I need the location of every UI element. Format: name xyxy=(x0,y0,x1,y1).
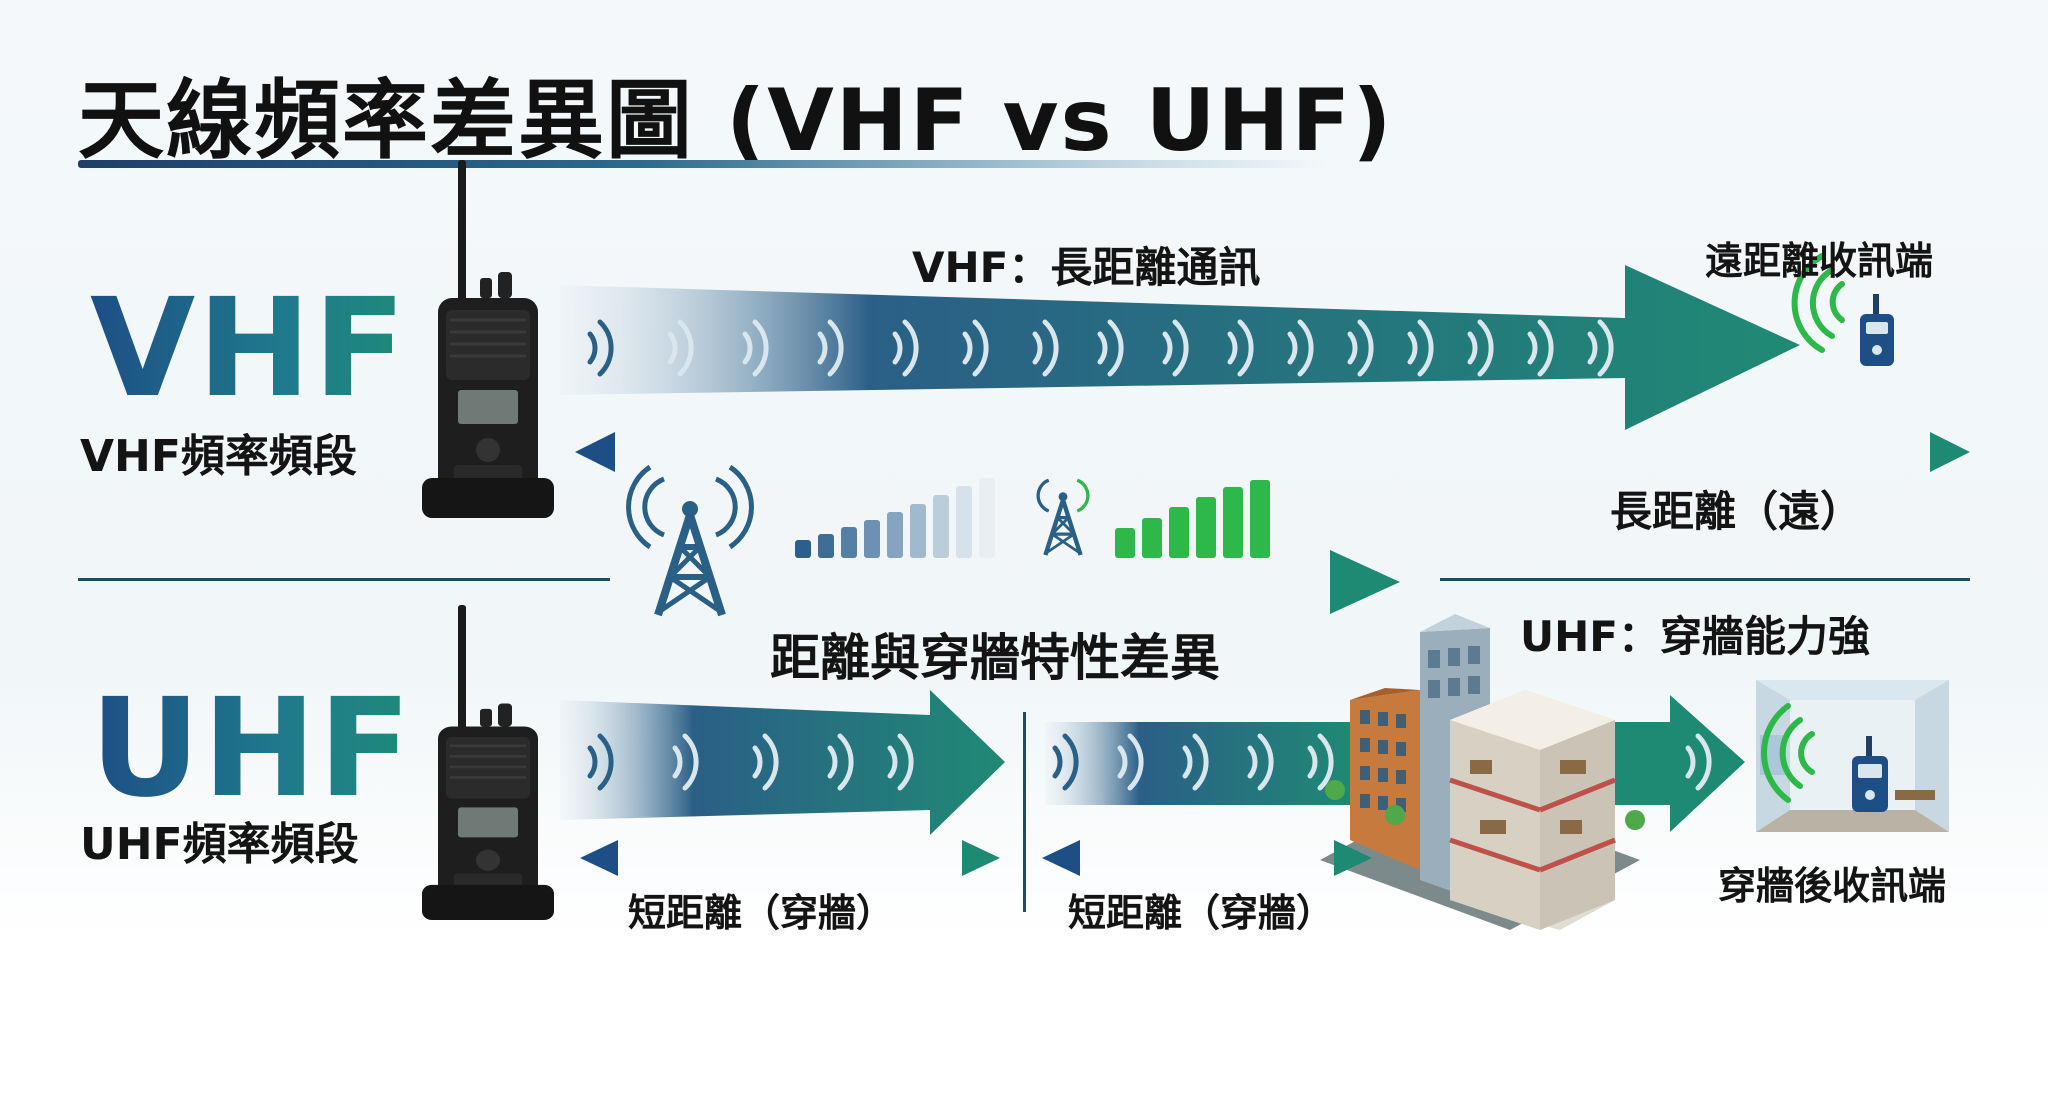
vhf-receiver-label: 遠距離收訊端 xyxy=(1705,239,1934,283)
uhf-receiver-label: 穿牆後收訊端 xyxy=(1718,864,1947,908)
vhf-beam-label: VHF：長距離通訊 xyxy=(912,243,1261,292)
vhf-range-label: 長距離（遠） xyxy=(1610,487,1863,536)
vhf-band-name: VHF xyxy=(90,270,408,428)
cell-tower-small-icon xyxy=(1036,478,1090,555)
room-receiver-icon xyxy=(1756,680,1949,832)
uhf-right-beam xyxy=(1045,722,1360,805)
vhf-walkie-talkie-icon xyxy=(420,158,556,520)
center-arrow xyxy=(700,550,1400,614)
vhf-receiver-icon xyxy=(1791,253,1894,366)
title-underline xyxy=(78,160,1328,168)
cell-tower-left-icon xyxy=(626,464,754,615)
uhf-vertical-separator xyxy=(1023,712,1026,912)
uhf-exit-beam-arrow xyxy=(1590,695,1745,832)
uhf-penetration-label: UHF：穿牆能力強 xyxy=(1520,612,1870,661)
uhf-range-right-arrow xyxy=(1042,840,1372,876)
vhf-beam-arrow xyxy=(560,265,1800,430)
uhf-range-label-right: 短距離（穿牆） xyxy=(1068,891,1335,935)
page-title: 天線頻率差異圖 (VHF vs UHF) xyxy=(78,71,1394,171)
divider-left xyxy=(78,578,610,581)
uhf-walkie-talkie-icon xyxy=(420,603,556,922)
vhf-range-double-arrow xyxy=(575,432,1970,472)
vhf-band-label: VHF頻率頻段 xyxy=(80,431,357,482)
uhf-range-left-arrow xyxy=(580,840,1000,876)
uhf-band-label: UHF頻率頻段 xyxy=(80,819,359,870)
strong-signal-bars-icon xyxy=(1115,480,1270,558)
divider-right xyxy=(1440,578,1970,581)
weak-signal-bars-icon xyxy=(795,478,995,558)
uhf-left-beam-arrow xyxy=(560,690,1005,835)
building-cutaway-icon xyxy=(1320,614,1645,930)
uhf-range-label-left: 短距離（穿牆） xyxy=(628,891,895,935)
uhf-band-name: UHF xyxy=(90,670,414,828)
center-caption: 距離與穿牆特性差異 xyxy=(770,629,1220,687)
